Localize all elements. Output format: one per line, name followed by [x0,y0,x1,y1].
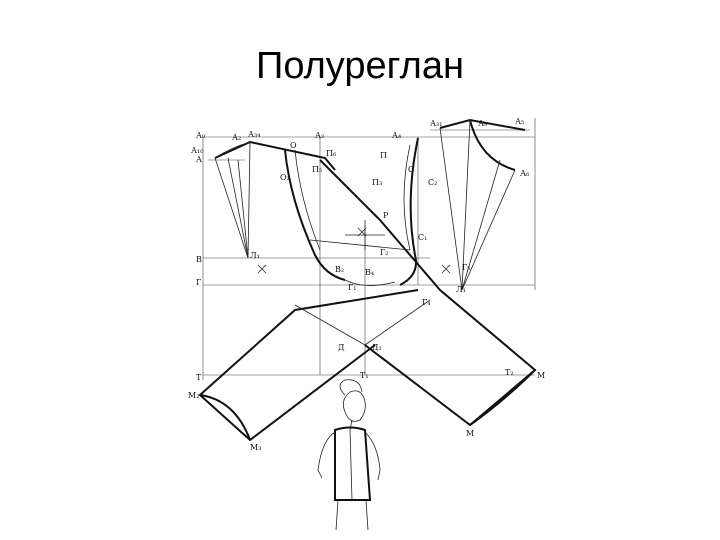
construction-grid [202,118,536,380]
label-T1: Т₁ [360,371,369,380]
label-T2: Т₂ [505,368,514,377]
label-L1: Л₁ [250,251,260,260]
label-T: Т [196,373,202,382]
label-G5: Г₅ [462,263,471,272]
label-A5: А₅ [515,117,524,126]
label-P6: П₆ [326,149,336,158]
label-A: А [196,155,202,164]
label-A0: А₀ [196,131,205,140]
label-G2: Г₂ [380,248,389,257]
label-A10: А₁₀ [191,146,203,155]
fashion-figure-sketch [317,379,381,531]
label-R: Р [383,211,389,220]
label-G: Г [196,278,201,287]
sleeve-panels [198,159,537,442]
front-piece [399,118,526,291]
label-D1: Д₁ [372,343,382,352]
label-B: В [196,255,202,264]
label-G4: Г₄ [422,298,431,307]
label-C: С [408,165,414,174]
cross-markers [257,227,451,274]
label-A34: А₃₄ [248,130,260,139]
label-C2: С₂ [428,178,437,187]
label-B4: В₄ [365,268,374,277]
label-G1: Г₁ [348,283,357,292]
label-P5: П₅ [312,165,322,174]
label-M2: М₂ [188,391,199,400]
label-A9: А₉ [478,119,488,128]
label-O2: О₂ [280,173,290,182]
label-M: М [537,371,545,380]
label-O: О [290,141,297,150]
label-A6: А₆ [520,169,529,178]
label-P3: П₃ [372,178,382,187]
label-B2: В₂ [335,265,344,274]
label-A4: А₄ [392,131,401,140]
label-C1: С₁ [418,233,427,242]
label-D: Д [338,343,345,352]
back-piece [214,140,346,281]
label-A31: А₃₁ [430,119,442,128]
label-A3: А₃ [315,131,324,140]
label-M3: М₃ [250,443,261,452]
point-labels: А₀ А₁₀ А А₂ А₃₄ А₃ А₄ А₃₁ А₉ А₅ А₆ О О₂ … [188,117,545,452]
label-L1-front: Л₁ [456,285,466,294]
label-A2: А₂ [232,133,241,142]
label-P: П [380,151,387,160]
label-M-bottom: М [466,429,474,438]
slide-title: Полуреглан [256,45,464,87]
